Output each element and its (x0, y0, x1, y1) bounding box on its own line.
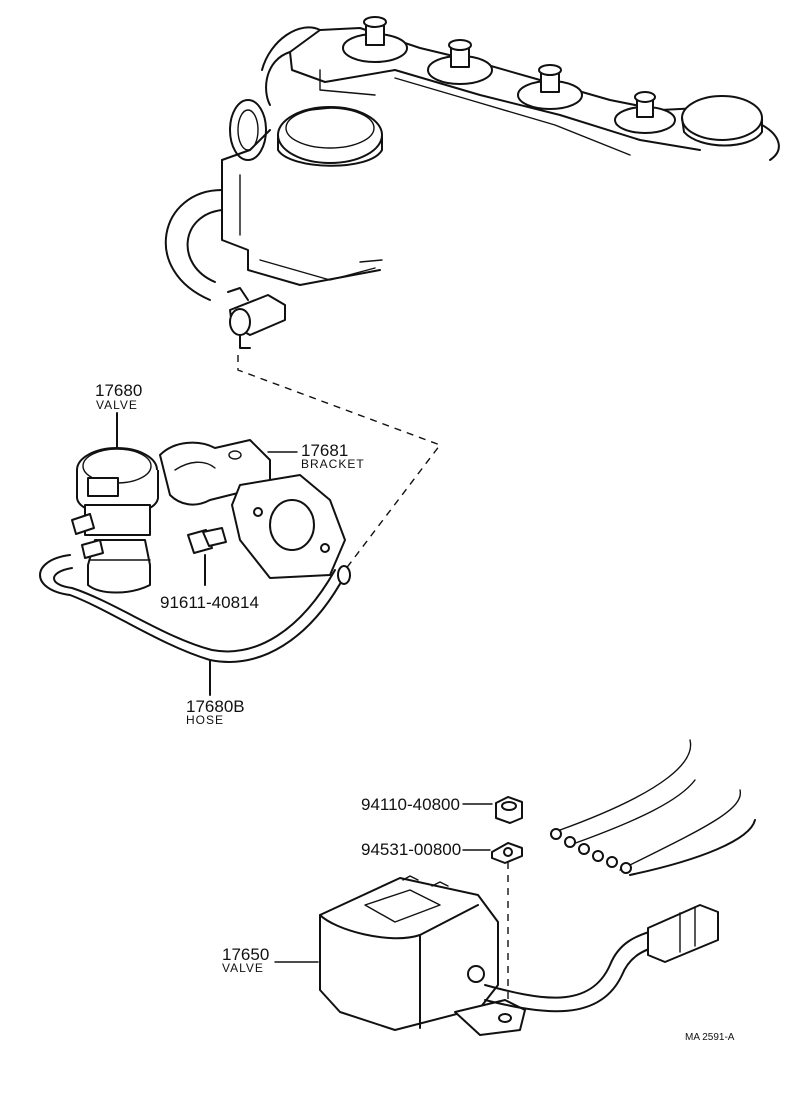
part-name-bracket-17681: BRACKET (301, 457, 365, 471)
rail-cap-1 (342, 16, 408, 63)
valve-17680-drawing (71, 412, 159, 594)
figure-reference: MA 2591-A (685, 1032, 735, 1043)
bolt-91611-40814-drawing (187, 527, 227, 586)
bracket-17681-drawing (159, 439, 346, 579)
nut-94110-40800-drawing (462, 796, 523, 824)
valve-17650-drawing (319, 875, 719, 1036)
part-number-94531-00800: 94531-00800 (361, 840, 461, 859)
part-name-valve-17680: VALVE (96, 398, 138, 412)
washer-94531-00800-drawing (462, 842, 523, 864)
hose-routing-dashed-line (237, 355, 442, 571)
part-name-hose: HOSE (186, 713, 224, 727)
hose-17680b-drawing (39, 554, 351, 696)
part-number-17650: 17650 (222, 945, 269, 964)
wire-harness-drawing (550, 739, 756, 876)
part-number-17681: 17681 (301, 441, 348, 460)
part-number-17680: 17680 (95, 381, 142, 400)
rail-cap-3 (517, 64, 583, 110)
part-number-17680b: 17680B (186, 697, 245, 716)
vacuum-fitting (227, 287, 286, 349)
part-number-91611-40814: 91611-40814 (160, 593, 259, 612)
part-name-valve-17650: VALVE (222, 961, 264, 975)
part-number-94110-40800: 94110-40800 (361, 795, 460, 814)
rail-cap-2 (427, 39, 493, 85)
engine-intake-manifold (164, 16, 780, 349)
rail-cap-4 (614, 91, 676, 134)
